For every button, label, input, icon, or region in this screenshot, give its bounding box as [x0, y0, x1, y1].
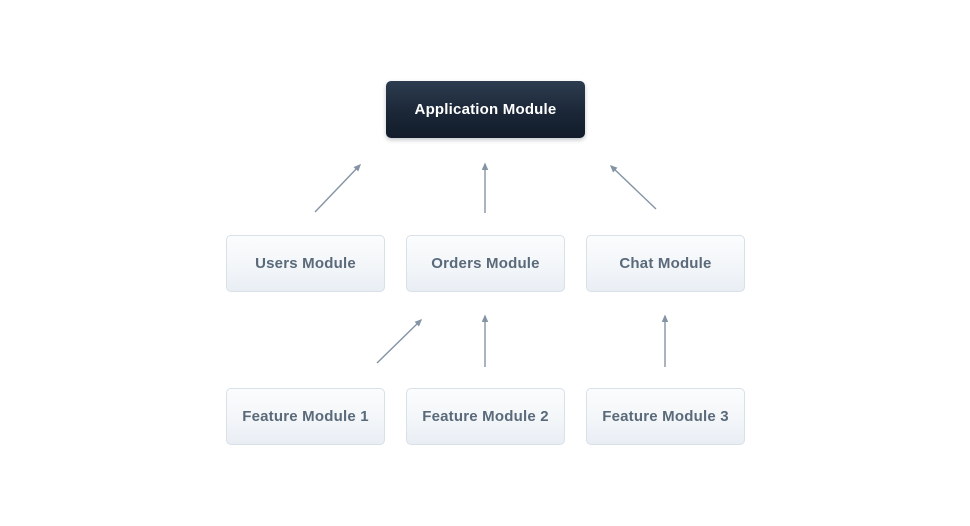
node-feature-module-2: Feature Module 2 [406, 388, 565, 445]
arrow-feature1-to-orders [376, 318, 423, 364]
node-users-module: Users Module [226, 235, 385, 292]
node-chat-module: Chat Module [586, 235, 745, 292]
arrow-chat-to-application [609, 164, 657, 210]
node-feature-module-3: Feature Module 3 [586, 388, 745, 445]
node-feature-module-1: Feature Module 1 [226, 388, 385, 445]
node-application-module: Application Module [386, 81, 585, 138]
node-orders-module: Orders Module [406, 235, 565, 292]
arrow-users-to-application [314, 163, 362, 213]
